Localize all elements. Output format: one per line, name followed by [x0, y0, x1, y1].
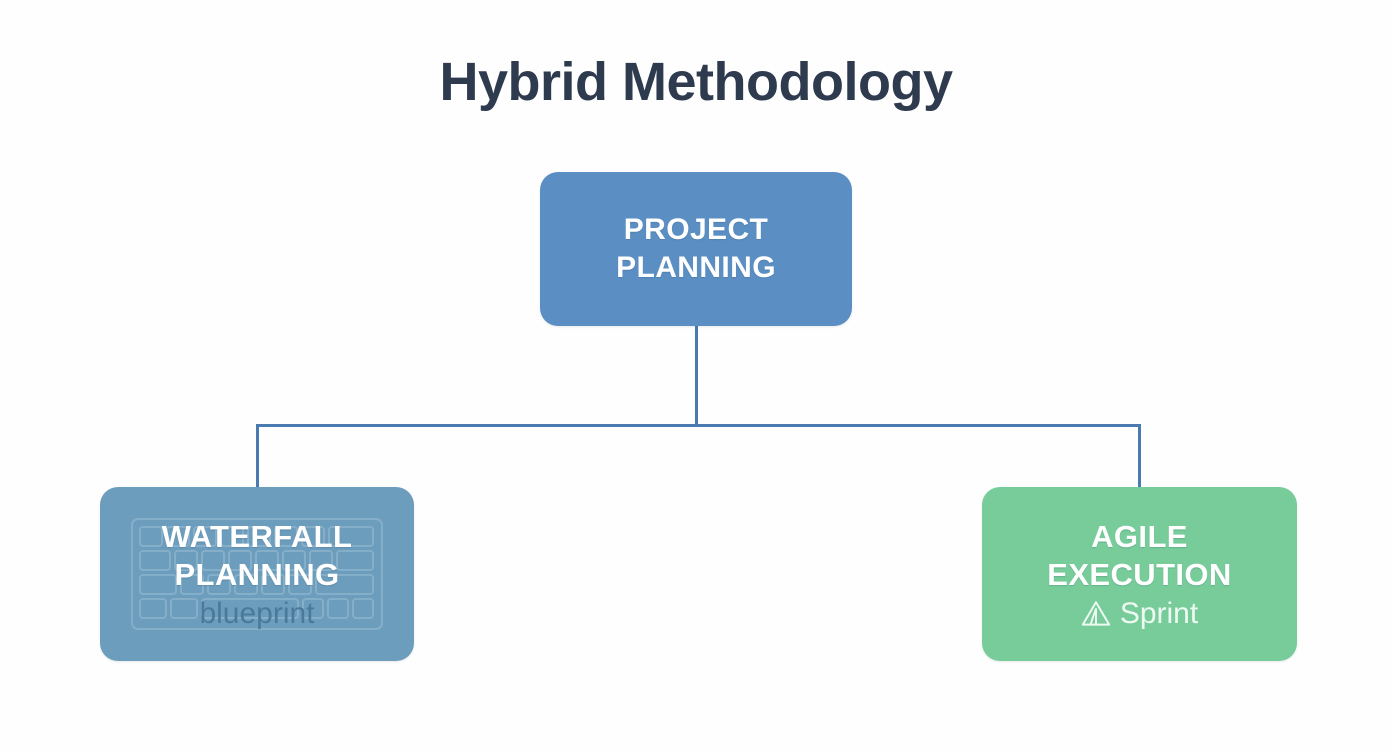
node-waterfall-sublabel: blueprint	[199, 597, 315, 631]
node-agile-sublabel-row: Sprint	[1081, 597, 1198, 630]
node-agile-sublabel: Sprint	[1119, 597, 1199, 631]
triangle-alert-icon	[1081, 600, 1111, 627]
node-project-planning-label: PROJECT PLANNING	[616, 213, 776, 284]
node-project-planning[interactable]: PROJECT PLANNING	[540, 172, 852, 326]
node-waterfall-planning[interactable]: WATERFALL PLANNING blueprint	[100, 487, 414, 661]
node-waterfall-sublabel-row: blueprint	[199, 597, 314, 630]
page-title: Hybrid Methodology	[439, 52, 953, 112]
node-waterfall-planning-label: WATERFALL PLANNING	[161, 518, 353, 592]
node-agile-execution[interactable]: AGILE EXECUTION Sprint	[982, 487, 1297, 661]
node-agile-execution-label: AGILE EXECUTION	[1047, 518, 1232, 592]
